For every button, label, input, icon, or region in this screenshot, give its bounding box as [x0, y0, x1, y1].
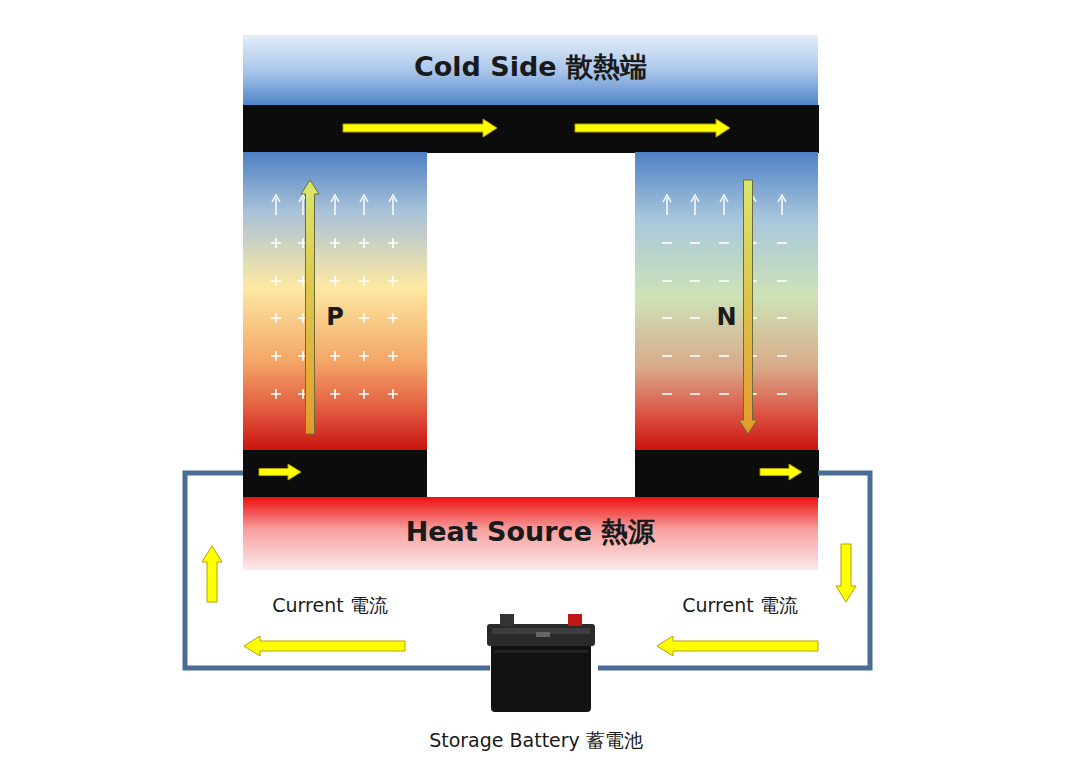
node-label: Cold Side 散熱端 [414, 51, 647, 105]
battery-label: Storage Battery 蓄電池 [429, 728, 643, 754]
charge-flow-arrow [691, 195, 699, 202]
negative-charge [719, 280, 729, 282]
charge-flow-arrow [334, 198, 336, 215]
charge-flow-arrow [663, 195, 671, 202]
negative-charge [662, 280, 672, 282]
current-arrow [760, 464, 802, 480]
positive-charge [359, 389, 369, 399]
n-type-leg: N [635, 152, 818, 450]
positive-charge [330, 389, 340, 399]
positive-charge [271, 313, 281, 323]
carrier-flow-arrow [739, 180, 757, 434]
node-label: P [326, 303, 344, 450]
negative-charge [662, 355, 672, 357]
positive-charge [271, 276, 281, 286]
current-label: Current 電流 [682, 593, 797, 619]
positive-charge [359, 276, 369, 286]
charge-flow-arrow [389, 195, 397, 202]
cold-side-band: Cold Side 散熱端 [243, 35, 818, 105]
negative-charge [662, 393, 672, 395]
negative-charge [719, 355, 729, 357]
negative-charge [690, 317, 700, 319]
bottom-electrode [243, 450, 427, 498]
negative-charge [719, 393, 729, 395]
current-arrow [259, 464, 301, 480]
negative-charge [662, 242, 672, 244]
positive-charge [271, 351, 281, 361]
current-label: Current 電流 [272, 593, 387, 619]
heat-source-band: Heat Source 熱源 [243, 497, 818, 570]
charge-flow-arrow [720, 195, 728, 202]
positive-charge [388, 238, 398, 248]
charge-flow-arrow [694, 198, 696, 215]
positive-charge [359, 313, 369, 323]
current-arrow [657, 636, 818, 656]
charge-flow-arrow [723, 198, 725, 215]
negative-charge [719, 242, 729, 244]
positive-charge [330, 238, 340, 248]
node-label: Heat Source 熱源 [406, 516, 656, 570]
p-type-leg: P [243, 152, 427, 450]
wire [185, 473, 490, 668]
charge-flow-arrow [392, 198, 394, 215]
negative-charge [690, 393, 700, 395]
positive-charge [330, 351, 340, 361]
n-leg [635, 152, 818, 452]
negative-charge [690, 280, 700, 282]
current-arrow [575, 119, 730, 137]
positive-charge [388, 276, 398, 286]
node-label: N [716, 303, 736, 450]
p-leg [243, 152, 427, 452]
negative-charge [777, 280, 787, 282]
current-arrow [202, 546, 222, 602]
positive-charge [359, 238, 369, 248]
positive-charge [271, 238, 281, 248]
wire [598, 473, 870, 668]
negative-charge [662, 317, 672, 319]
top-electrode [243, 105, 819, 153]
positive-charge [330, 276, 340, 286]
negative-charge [777, 317, 787, 319]
charge-flow-arrow [272, 195, 280, 202]
battery-picture [487, 614, 595, 712]
charge-flow-arrow [360, 195, 368, 202]
positive-charge [388, 313, 398, 323]
charge-flow-arrow [781, 198, 783, 215]
heat-source-band [243, 497, 818, 570]
negative-charge [690, 355, 700, 357]
positive-charge [271, 389, 281, 399]
charge-flow-arrow [363, 198, 365, 215]
carrier-flow-arrow [301, 180, 319, 434]
charge-flow-arrow [778, 195, 786, 202]
negative-charge [777, 355, 787, 357]
charge-flow-arrow [666, 198, 668, 215]
current-arrow [244, 636, 405, 656]
negative-charge [777, 393, 787, 395]
negative-charge [690, 242, 700, 244]
bottom-electrode [635, 450, 819, 498]
positive-charge [388, 389, 398, 399]
current-arrow [836, 544, 856, 602]
charge-flow-arrow [302, 198, 304, 215]
charge-flow-arrow [331, 195, 339, 202]
negative-charge [777, 242, 787, 244]
cold-side-band [243, 35, 818, 107]
charge-flow-arrow [275, 198, 277, 215]
current-arrow [343, 119, 497, 137]
positive-charge [388, 351, 398, 361]
positive-charge [359, 351, 369, 361]
